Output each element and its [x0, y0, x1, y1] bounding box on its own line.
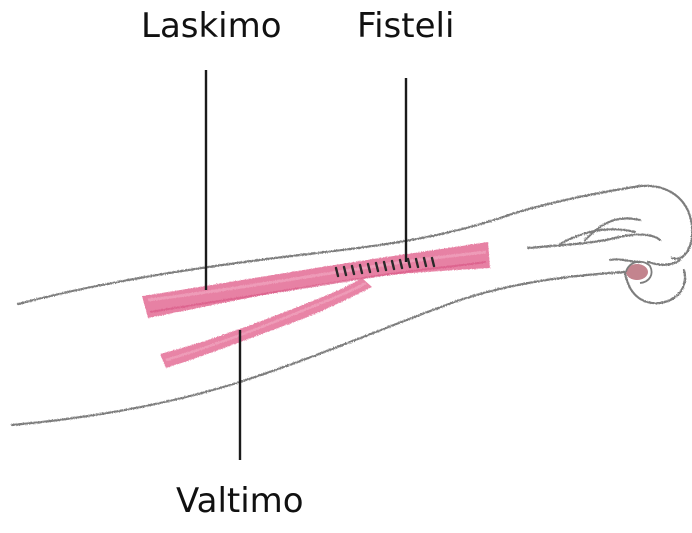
vein-label: Laskimo — [141, 9, 282, 43]
fistula-label: Fisteli — [357, 9, 454, 43]
artery-label: Valtimo — [176, 484, 304, 518]
arm-outline — [12, 186, 692, 425]
